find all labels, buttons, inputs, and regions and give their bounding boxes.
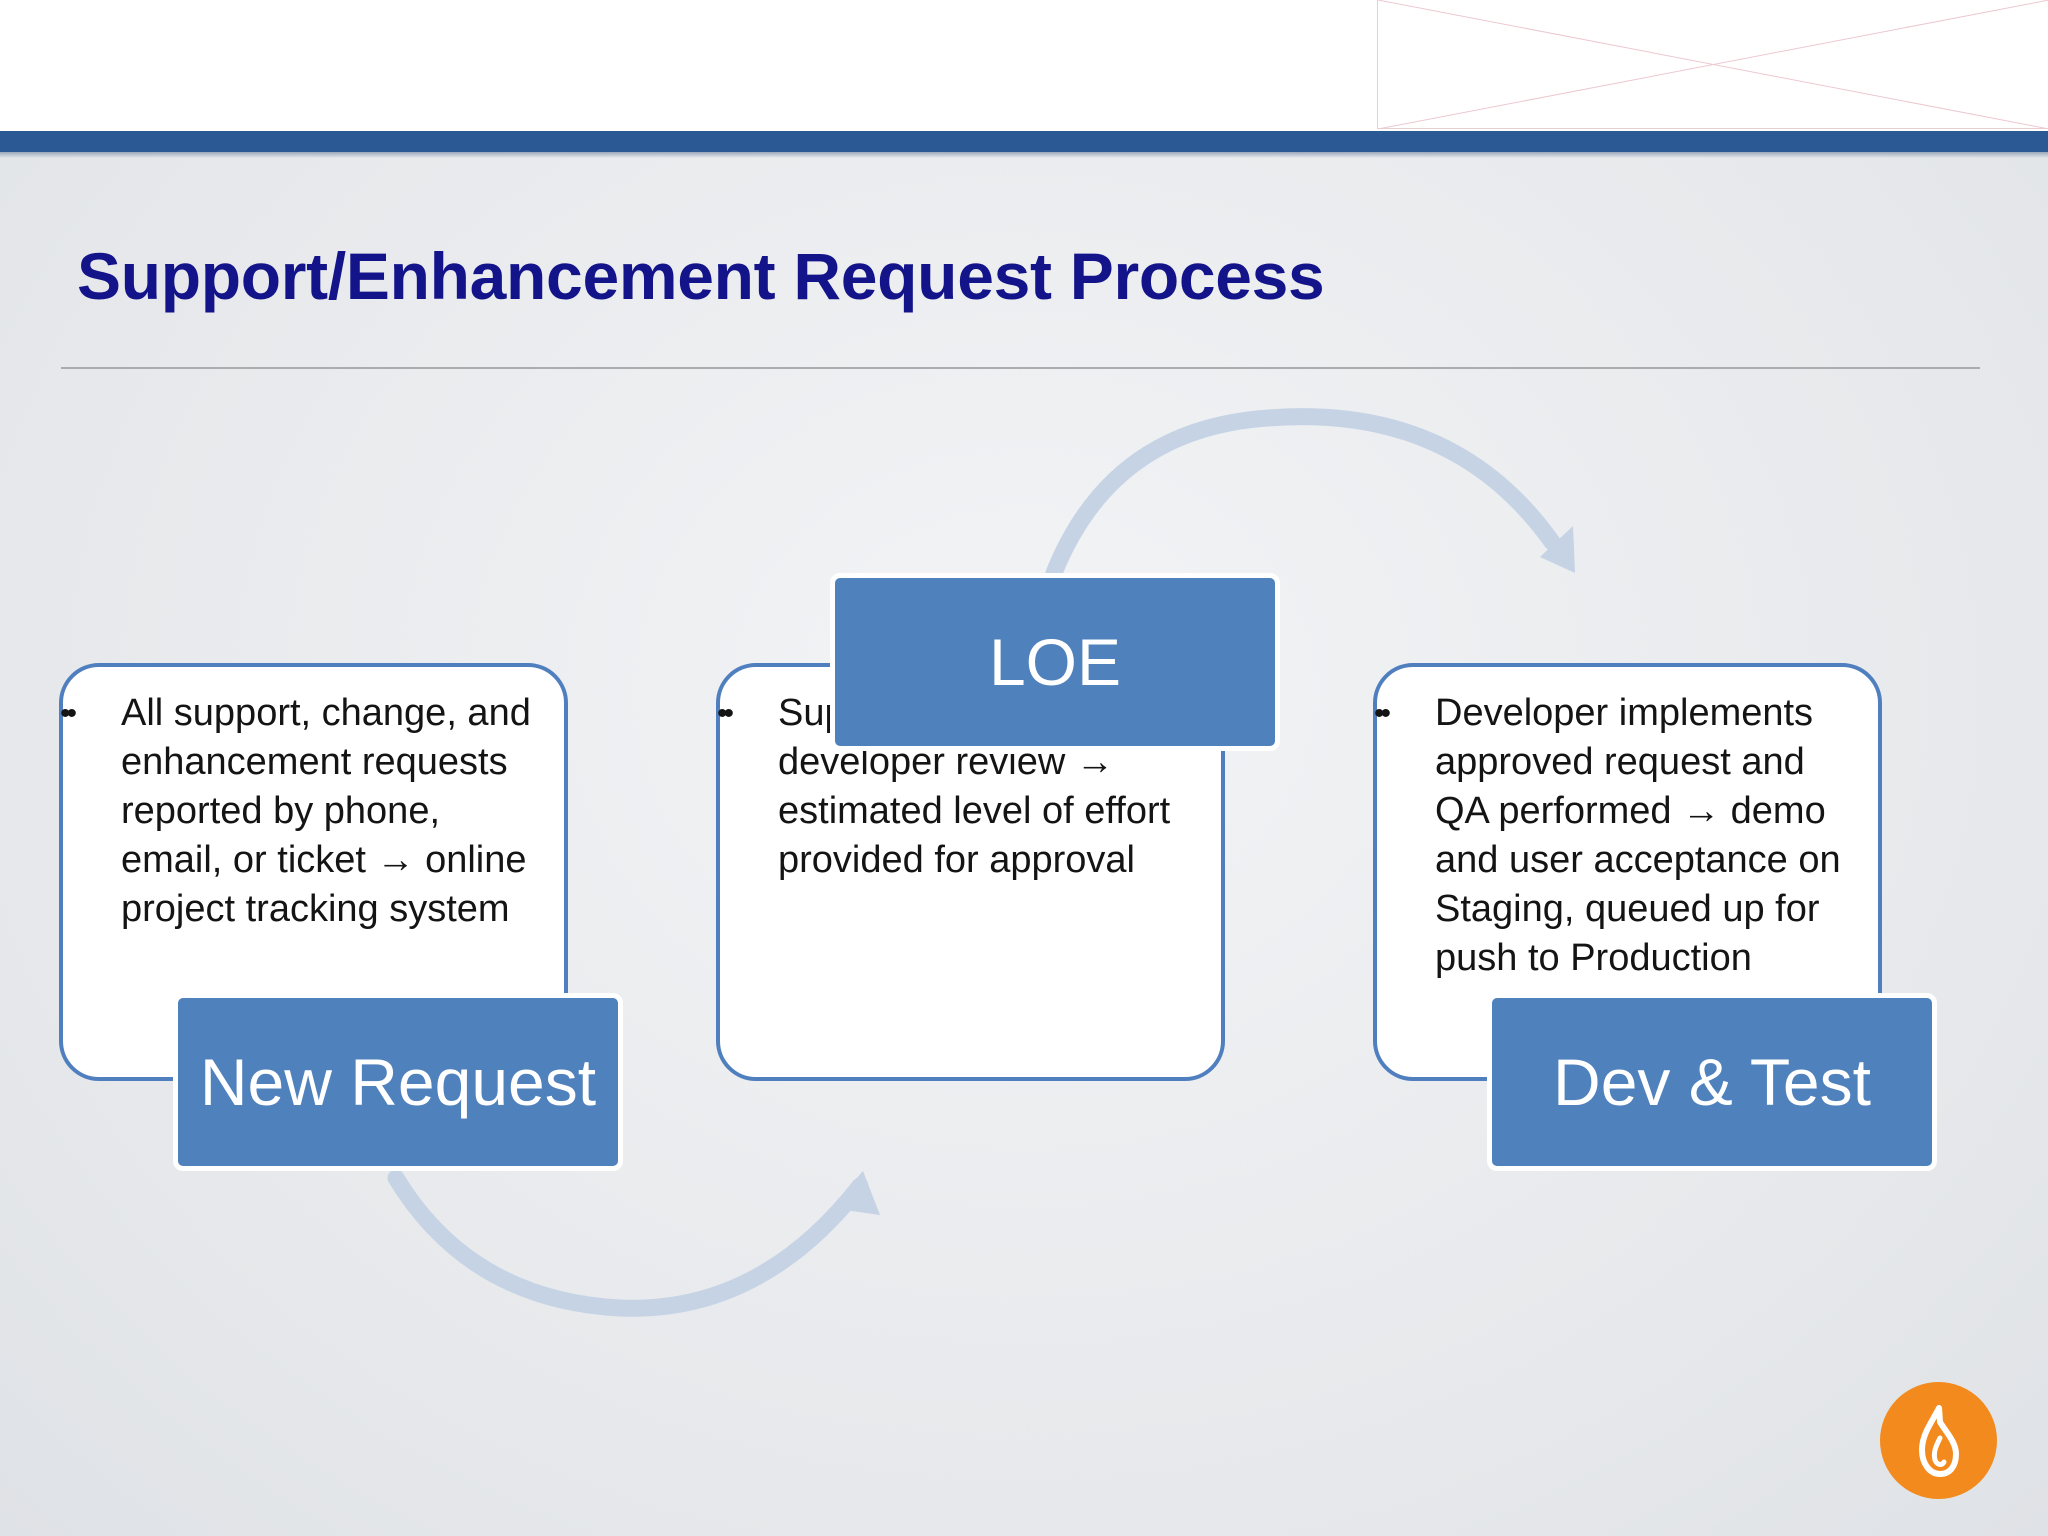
arrow-new-request-to-loe <box>387 1169 869 1317</box>
step-description: •• Developer implements approved request… <box>1374 689 1878 983</box>
step-text: All support, change, and enhancement req… <box>121 692 531 930</box>
placeholder-cross-lines <box>1378 0 2048 129</box>
header-rule-shadow <box>0 152 2048 158</box>
step-label-dev-test: Dev & Test <box>1487 993 1937 1171</box>
arrow-head-1 <box>831 1171 880 1215</box>
step-description: •• All support, change, and enhancement … <box>60 689 564 934</box>
header-band <box>0 0 2048 131</box>
step-card-new-request: •• All support, change, and enhancement … <box>59 663 568 1081</box>
bullet: •• <box>1374 697 1391 730</box>
step-text: Developer implements approved request an… <box>1435 692 1841 979</box>
slide-title: Support/Enhancement Request Process <box>77 239 1325 313</box>
bullet: •• <box>60 697 77 730</box>
step-label-new-request: New Request <box>173 993 623 1171</box>
arrow-head-2 <box>1540 526 1575 573</box>
arrow-loe-to-dev-test <box>1045 408 1561 582</box>
logo-placeholder <box>1377 0 2048 129</box>
title-divider <box>61 367 1980 369</box>
flame-drop-icon <box>1880 1382 1997 1499</box>
bullet: •• <box>717 697 734 730</box>
step-label-loe: LOE <box>830 573 1280 751</box>
header-blue-rule <box>0 131 2048 152</box>
